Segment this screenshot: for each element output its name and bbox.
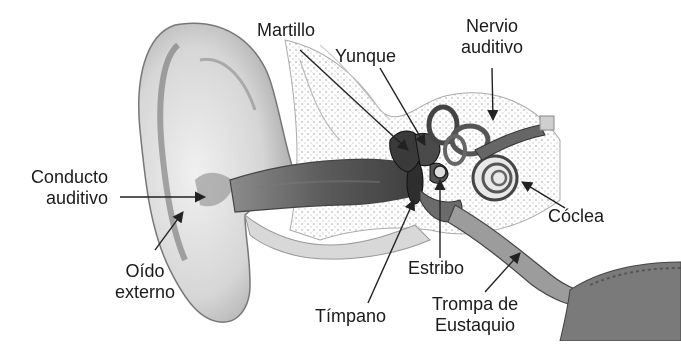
nerve-end (540, 116, 554, 130)
label-timpano: Tímpano (315, 306, 386, 327)
cochlea (473, 156, 517, 200)
label-nervio-line-2: auditivo (450, 37, 534, 58)
label-conducto-line-2: auditivo (8, 188, 108, 209)
arrow-nervio (492, 68, 493, 120)
label-oido-externo: Oído externo (100, 261, 190, 303)
label-nervio-line-1: Nervio (450, 16, 534, 37)
label-trompa-line-1: Trompa de (415, 294, 535, 315)
label-conducto-line-1: Conducto (8, 167, 108, 188)
label-nervio-auditivo: Nervio auditivo (450, 16, 534, 58)
label-conducto-auditivo: Conducto auditivo (8, 167, 108, 209)
label-oido-line-2: externo (100, 282, 190, 303)
label-coclea: Cóclea (548, 206, 604, 227)
label-oido-line-1: Oído (100, 261, 190, 282)
label-trompa-de-eustaquio: Trompa de Eustaquio (415, 294, 535, 336)
label-martillo: Martillo (257, 20, 315, 41)
label-estribo: Estribo (408, 258, 464, 279)
label-yunque: Yunque (335, 46, 396, 67)
label-trompa-line-2: Eustaquio (415, 315, 535, 336)
